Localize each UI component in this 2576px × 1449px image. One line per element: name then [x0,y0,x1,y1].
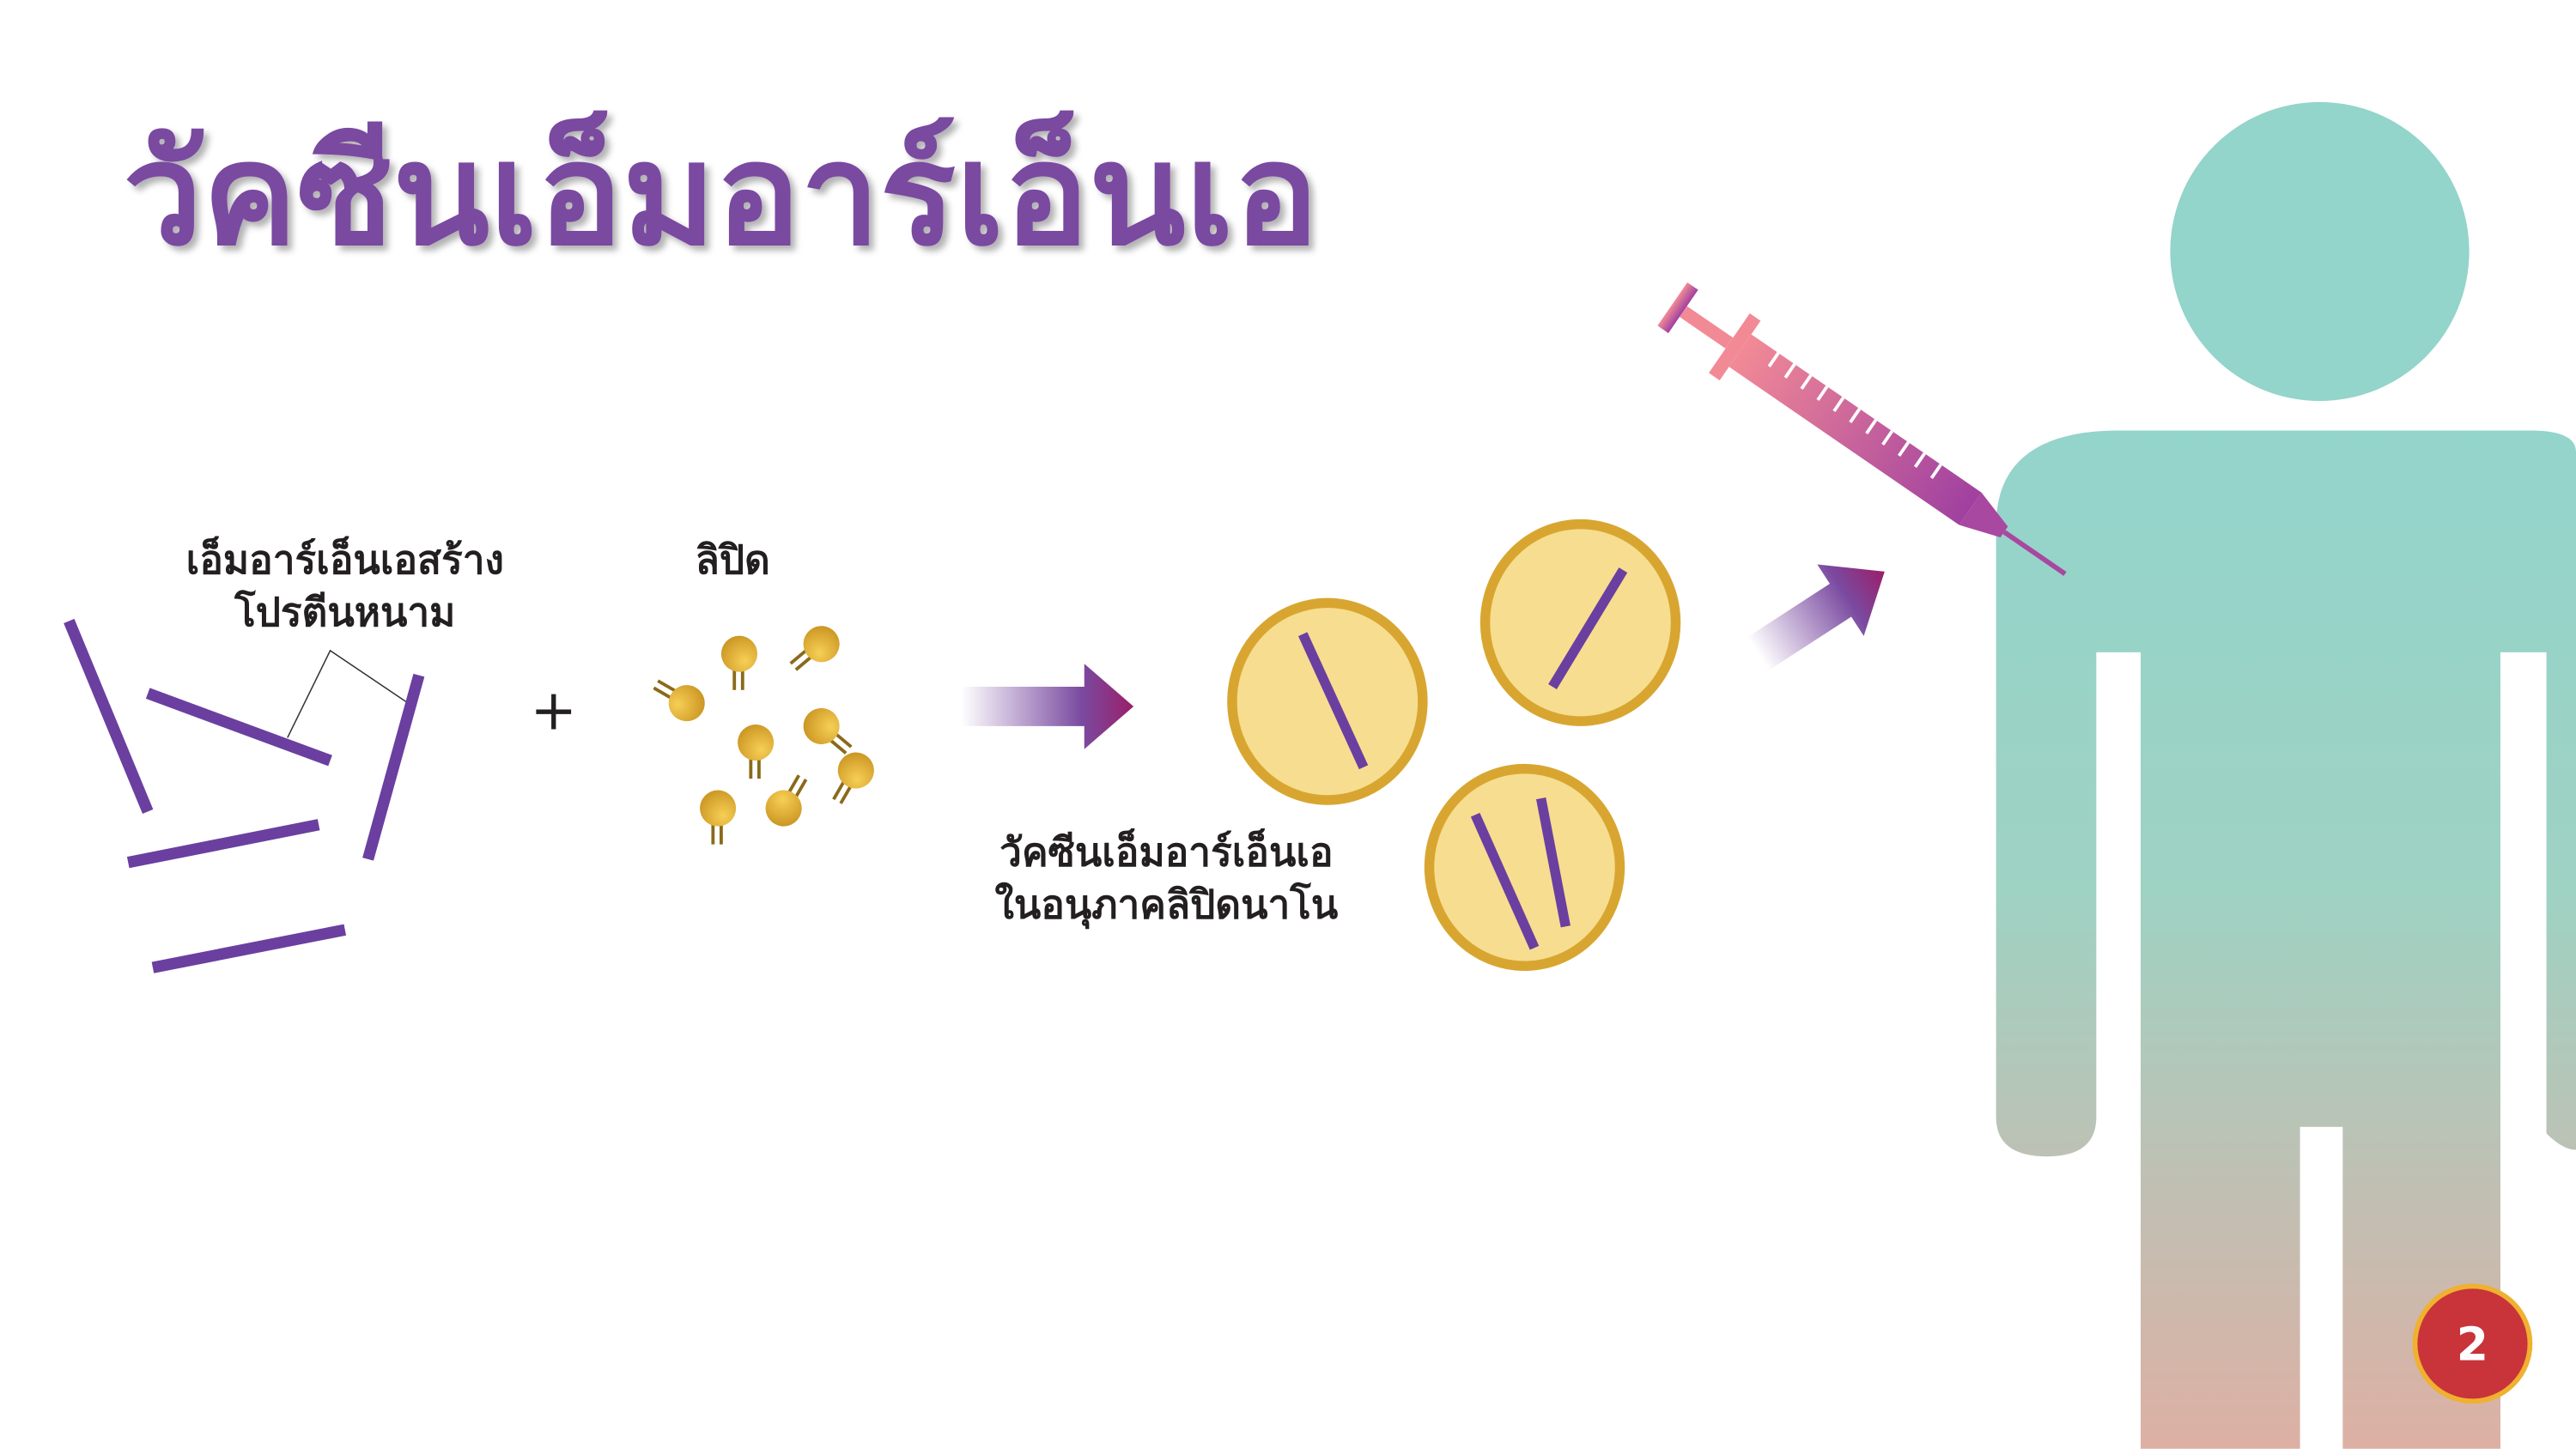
label-pointer [287,649,407,738]
nanoparticle [1227,597,1428,805]
lipid-group: ลิปิด [653,537,874,845]
lipid-molecule [653,679,705,722]
lipid-molecule [720,635,758,690]
person-body [1996,430,2576,1449]
mrna-group: เอ็มอาร์เอ็นเอสร้าง โปรตีนหนาม [64,536,504,973]
lipid-nanoparticles [1227,518,1681,971]
lipid-molecule [765,774,808,827]
page-number-badge: 2 [2412,1283,2533,1404]
mrna-label-line1: เอ็มอาร์เอ็นเอสร้าง [186,536,504,583]
lipid-label: ลิปิด [696,537,770,583]
mrna-strand [151,924,347,973]
lipid-molecule [803,707,853,755]
lipid-molecule [832,752,874,804]
mrna-strands [64,618,425,973]
slide-title: วัคซีนเอ็มอาร์เอ็นเอ [123,110,1318,276]
mrna-label-line2: โปรตีนหนาม [234,589,455,635]
syringe-icon [1657,282,2067,576]
arrow-right-icon [961,664,1134,749]
arrow-diagonal-icon [1747,564,1885,670]
mrna-strand [362,673,425,861]
nanoparticle [1479,518,1681,726]
vaccine-label-line1: วัคซีนเอ็มอาร์เอ็นเอ [999,828,1333,876]
lipid-molecule [738,724,775,779]
lipid-molecule [700,790,737,845]
mrna-strand [64,618,154,814]
mrna-strand [145,688,332,767]
person-head [2170,101,2470,402]
nanoparticle [1424,763,1625,971]
person-figure [1996,101,2576,1449]
plus-sign: + [531,679,578,743]
vaccine-label-line2: ในอนุภาคลิปิดนาโน [995,882,1339,930]
lipid-molecule [789,626,840,671]
mrna-strand [126,819,320,869]
page-number: 2 [2457,1317,2488,1371]
